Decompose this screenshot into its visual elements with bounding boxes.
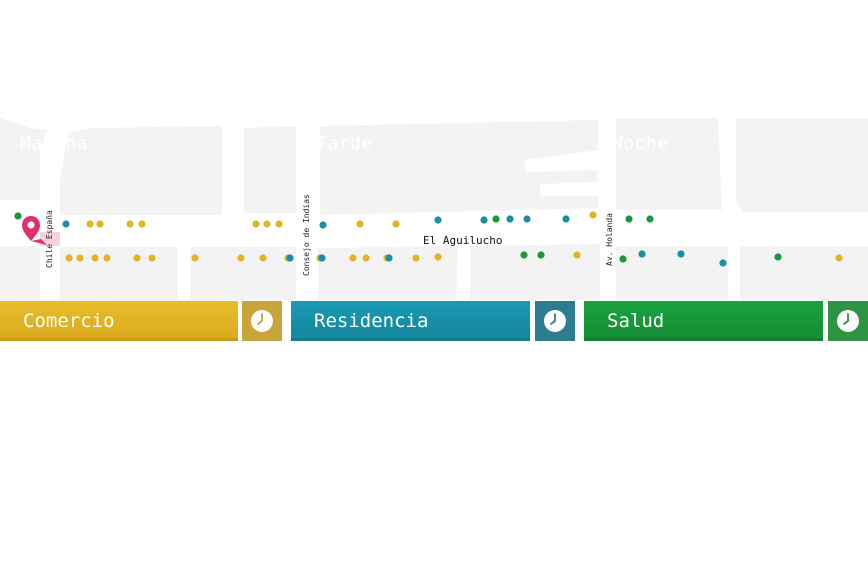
- comercio-point[interactable]: [412, 254, 420, 262]
- comercio-point[interactable]: [65, 254, 73, 262]
- comercio-point[interactable]: [356, 220, 364, 228]
- comercio-point[interactable]: [392, 220, 400, 228]
- period-label-afternoon: Tarde: [316, 133, 373, 154]
- salud-point[interactable]: [14, 212, 22, 220]
- salud-label: Salud: [607, 310, 665, 332]
- residencia-point[interactable]: [385, 254, 393, 262]
- residencia-point[interactable]: [318, 254, 326, 262]
- comercio-point[interactable]: [191, 254, 199, 262]
- residencia-label: Residencia: [314, 310, 429, 332]
- salud-point[interactable]: [537, 251, 545, 259]
- street-label-consejo-indias: Consejo de Indias: [302, 194, 311, 276]
- salud-point[interactable]: [520, 251, 528, 259]
- comercio-point[interactable]: [252, 220, 260, 228]
- comercio-point[interactable]: [133, 254, 141, 262]
- residencia-filter-button[interactable]: Residencia: [291, 301, 530, 341]
- residencia-point[interactable]: [638, 250, 646, 258]
- salud-point[interactable]: [646, 215, 654, 223]
- residencia-point[interactable]: [434, 216, 442, 224]
- residencia-point[interactable]: [62, 220, 70, 228]
- residencia-clock-button[interactable]: [535, 301, 575, 341]
- comercio-point[interactable]: [349, 254, 357, 262]
- residencia-point[interactable]: [319, 221, 327, 229]
- salud-point[interactable]: [492, 215, 500, 223]
- clock-icon: [837, 310, 859, 332]
- residencia-point[interactable]: [286, 254, 294, 262]
- comercio-point[interactable]: [434, 253, 442, 261]
- residencia-point[interactable]: [480, 216, 488, 224]
- clock-icon: [251, 310, 273, 332]
- comercio-point[interactable]: [138, 220, 146, 228]
- comercio-point[interactable]: [126, 220, 134, 228]
- period-label-morning: Mañana: [20, 133, 89, 154]
- comercio-point[interactable]: [86, 220, 94, 228]
- salud-filter-button[interactable]: Salud: [584, 301, 823, 341]
- comercio-point[interactable]: [362, 254, 370, 262]
- comercio-point[interactable]: [91, 254, 99, 262]
- comercio-point[interactable]: [103, 254, 111, 262]
- street-label-el-aguilucho: El Aguilucho: [423, 234, 503, 247]
- street-map[interactable]: [0, 0, 868, 300]
- map-pin-icon[interactable]: [22, 216, 47, 245]
- comercio-point[interactable]: [148, 254, 156, 262]
- comercio-point[interactable]: [835, 254, 843, 262]
- comercio-point[interactable]: [96, 220, 104, 228]
- salud-point[interactable]: [774, 253, 782, 261]
- comercio-point[interactable]: [237, 254, 245, 262]
- residencia-point[interactable]: [677, 250, 685, 258]
- street-label-av-holanda: Av. Holanda: [605, 213, 614, 266]
- residencia-point[interactable]: [506, 215, 514, 223]
- city-blocks: [0, 118, 868, 300]
- comercio-point[interactable]: [263, 220, 271, 228]
- comercio-point[interactable]: [259, 254, 267, 262]
- comercio-label: Comercio: [23, 310, 115, 332]
- marker-highlight: [40, 232, 60, 246]
- residencia-point[interactable]: [523, 215, 531, 223]
- points-layer: [14, 211, 843, 267]
- comercio-filter-button[interactable]: Comercio: [0, 301, 238, 341]
- street-label-chile-espana: Chile España: [45, 210, 54, 268]
- comercio-point[interactable]: [275, 220, 283, 228]
- comercio-clock-button[interactable]: [242, 301, 282, 341]
- period-label-night: Noche: [612, 133, 669, 154]
- clock-icon: [544, 310, 566, 332]
- residencia-point[interactable]: [719, 259, 727, 267]
- comercio-point[interactable]: [76, 254, 84, 262]
- salud-clock-button[interactable]: [828, 301, 868, 341]
- salud-point[interactable]: [625, 215, 633, 223]
- comercio-point[interactable]: [589, 211, 597, 219]
- residencia-point[interactable]: [562, 215, 570, 223]
- salud-point[interactable]: [619, 255, 627, 263]
- comercio-point[interactable]: [573, 251, 581, 259]
